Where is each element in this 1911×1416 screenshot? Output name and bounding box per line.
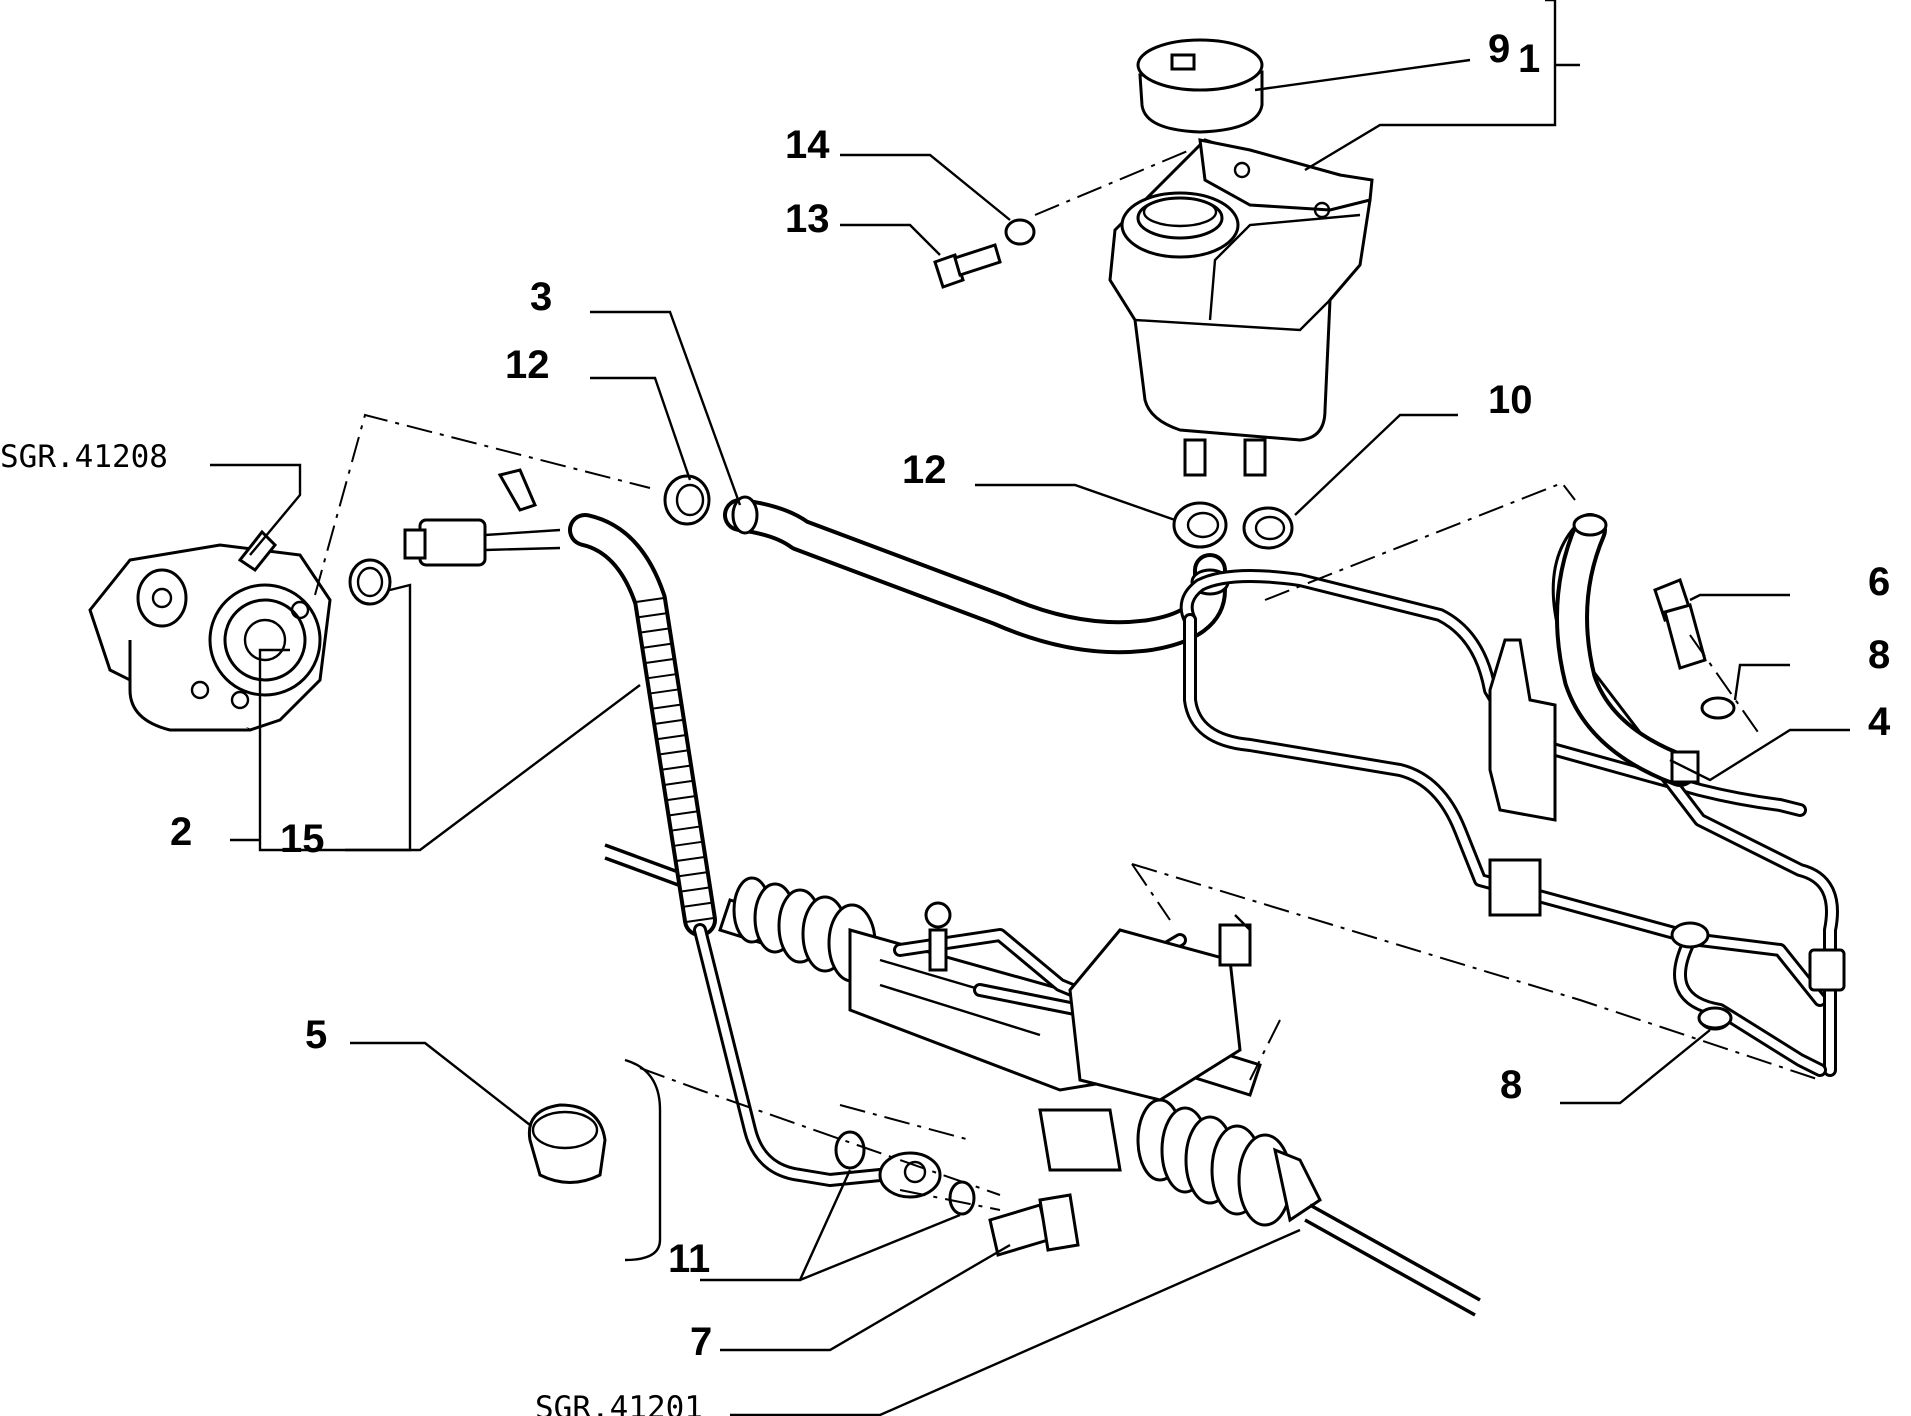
part-14-washer (1004, 218, 1036, 246)
hose-rib (650, 688, 679, 695)
hose-rib (669, 810, 698, 817)
callout-8-lower: 8 (1500, 1063, 1522, 1107)
callout-13: 13 (785, 197, 830, 241)
hose-rib (640, 627, 669, 634)
callout-8-upper: 8 (1868, 633, 1890, 677)
part-8-washer-upper (1700, 696, 1736, 720)
leader-lines (210, 0, 1850, 1416)
callout-1: 1 (1518, 37, 1540, 81)
hose-rib (635, 597, 665, 603)
hose-rib (676, 856, 705, 863)
part-13-screw (933, 243, 1002, 289)
callout-12-left: 12 (505, 343, 550, 387)
part-11-washer-a (834, 1130, 866, 1170)
fluid-reservoir (1108, 138, 1374, 477)
part-15-o-ring (348, 558, 392, 606)
part-11-washer-b (948, 1180, 976, 1216)
callout-3: 3 (530, 275, 552, 319)
callout-6: 6 (1868, 560, 1890, 604)
right-boot (1136, 1098, 1322, 1227)
hose-ribs (635, 597, 715, 923)
steering-rack (604, 843, 1481, 1317)
part-12-hose-clamp-b (1172, 501, 1228, 549)
rack-reference: SGR.41201 (535, 1390, 703, 1416)
hose-rib (643, 642, 672, 649)
hose-rib (685, 917, 715, 923)
hose-rib (647, 673, 677, 680)
suction-hose (723, 495, 1230, 655)
hose-rib (662, 764, 691, 771)
hose-rib (638, 612, 667, 619)
hose-rib (652, 703, 681, 710)
hose-rib (681, 886, 710, 893)
callout-2: 2 (170, 810, 192, 854)
part-10-hose-clamp (1242, 506, 1294, 550)
part-6-banjo-bolt (1653, 578, 1707, 670)
part-5-clip (527, 1103, 607, 1184)
reservoir-cap (1136, 38, 1264, 134)
callout-9: 9 (1488, 27, 1510, 71)
callout-11: 11 (668, 1237, 710, 1281)
power-steering-pump (88, 529, 332, 732)
pressure-hose (403, 468, 942, 1199)
hose-rib (678, 871, 707, 878)
return-pipe-assembly (1179, 513, 1846, 1077)
hose-rib (673, 840, 703, 847)
callout-10: 10 (1488, 378, 1533, 422)
hose-rib (645, 657, 674, 664)
part-7-banjo-bolt (988, 1193, 1080, 1257)
pump-reference: SGR.41208 (0, 439, 168, 475)
hose-rib (664, 779, 693, 786)
callout-15: 15 (280, 817, 325, 861)
alignment-lines (314, 149, 1821, 1211)
callout-14: 14 (785, 123, 830, 167)
hose-rib (654, 718, 684, 725)
callout-12-right: 12 (902, 448, 947, 492)
part-12-hose-clamp-a (663, 474, 711, 526)
callout-4: 4 (1868, 700, 1891, 744)
hose-rib (671, 825, 700, 832)
part-8-washer-lower (1697, 1006, 1733, 1030)
callout-7: 7 (690, 1320, 712, 1364)
hose-rib (683, 901, 712, 908)
hose-rib (657, 734, 686, 741)
hose-rib (666, 795, 696, 802)
hose-rib (659, 749, 688, 756)
callout-5: 5 (305, 1013, 327, 1057)
